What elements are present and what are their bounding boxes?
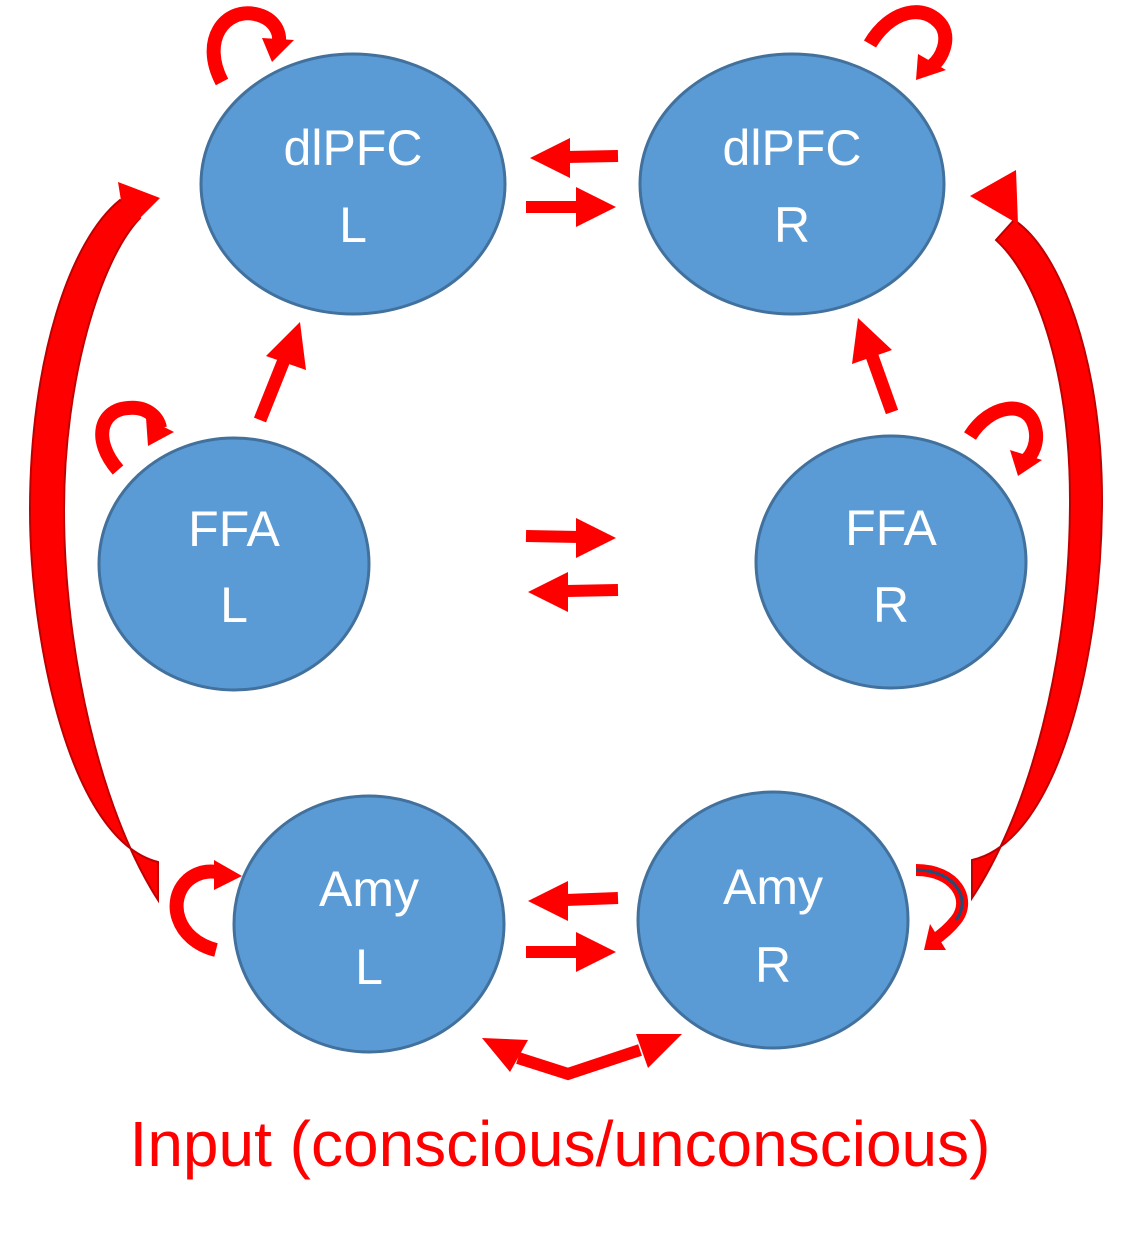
arrows-ffa-l-ffa-r <box>525 518 619 612</box>
arrow-ffa-l-to-dlpfc-l <box>253 322 306 423</box>
node-label-line1: dlPFC <box>723 120 862 176</box>
self-loop-amy-r <box>915 864 968 950</box>
self-loop-ffa-l <box>95 400 174 475</box>
self-loop-amy-l <box>169 860 242 957</box>
node-label-line1: Amy <box>319 861 419 917</box>
self-loop-dlpfc-r <box>863 5 953 80</box>
self-loop-dlpfc-l <box>206 6 294 86</box>
node-amy-l: Amy L <box>232 794 506 1054</box>
node-label-line2: L <box>220 577 248 633</box>
arrows-dlpfc-l-dlpfc-r <box>526 138 619 227</box>
node-amy-r: Amy R <box>636 790 910 1050</box>
node-label-line1: dlPFC <box>284 120 423 176</box>
node-ffa-l: FFA L <box>97 436 371 692</box>
node-label-line1: FFA <box>188 501 280 557</box>
node-label-line2: R <box>755 937 791 993</box>
input-arrow <box>482 1034 682 1081</box>
node-label-line1: FFA <box>845 500 937 556</box>
node-label-line2: L <box>355 939 383 995</box>
curved-arrow-amy-l-to-dlpfc-l <box>28 182 160 904</box>
arrow-ffa-r-to-dlpfc-r <box>852 318 899 415</box>
arrows-amy-l-amy-r <box>526 881 619 972</box>
self-loop-ffa-r <box>964 401 1044 476</box>
curved-arrow-amy-r-to-dlpfc-r <box>970 170 1104 902</box>
node-label-line2: L <box>339 197 367 253</box>
node-label-line1: Amy <box>723 859 823 915</box>
node-label-line2: R <box>873 577 909 633</box>
node-ffa-r: FFA R <box>754 434 1028 690</box>
node-label-line2: R <box>774 197 810 253</box>
node-dlpfc-r: dlPFC R <box>638 52 946 316</box>
node-dlpfc-l: dlPFC L <box>199 52 507 316</box>
input-caption: Input (conscious/unconscious) <box>130 1108 991 1180</box>
